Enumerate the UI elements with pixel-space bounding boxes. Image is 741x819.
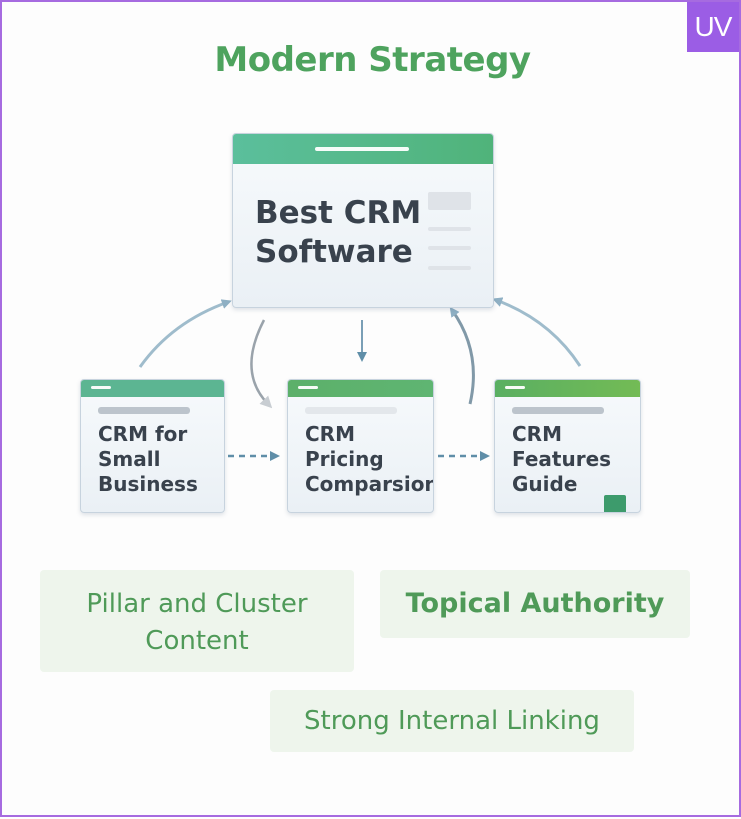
header-pill bbox=[315, 147, 409, 151]
header-pill bbox=[298, 386, 318, 389]
cluster-card-features: CRM Features Guide bbox=[494, 379, 641, 513]
cluster-title: CRM for Small Business bbox=[98, 422, 198, 496]
page-title: Modern Strategy bbox=[214, 40, 531, 80]
arrow-small-business-to-pillar bbox=[138, 299, 232, 368]
arrow-features-to-pillar bbox=[492, 297, 582, 367]
cluster-title: CRM Pricing Comparsion bbox=[305, 422, 434, 496]
cluster-card-small-business: CRM for Small Business bbox=[80, 379, 225, 513]
label-internal-linking: Strong Internal Linking bbox=[270, 690, 634, 752]
uv-logo: UV bbox=[687, 2, 739, 52]
cluster-title: CRM Features Guide bbox=[512, 422, 612, 496]
cluster-card-pricing: CRM Pricing Comparsion bbox=[287, 379, 434, 513]
placeholder-line bbox=[428, 227, 471, 231]
arrow-pricing-to-pillar bbox=[449, 306, 475, 405]
green-square-icon bbox=[604, 495, 626, 512]
placeholder-line bbox=[428, 246, 471, 250]
header-pill bbox=[505, 386, 525, 389]
placeholder-line bbox=[305, 407, 397, 414]
card-header-bar bbox=[81, 380, 224, 397]
placeholder-block bbox=[428, 192, 471, 210]
card-header-bar bbox=[495, 380, 640, 397]
placeholder-line bbox=[98, 407, 190, 414]
label-pillar-cluster: Pillar and Cluster Content bbox=[40, 570, 354, 672]
pillar-title: Best CRM Software bbox=[255, 195, 422, 270]
placeholder-line bbox=[428, 266, 471, 270]
card-header-bar bbox=[288, 380, 433, 397]
arrow-pillar-to-pricing bbox=[250, 319, 273, 409]
logo-text: UV bbox=[694, 11, 733, 42]
pillar-page-card: Best CRM Software bbox=[232, 133, 494, 308]
label-topical-authority: Topical Authority bbox=[380, 570, 690, 638]
header-pill bbox=[91, 386, 111, 389]
placeholder-line bbox=[512, 407, 604, 414]
